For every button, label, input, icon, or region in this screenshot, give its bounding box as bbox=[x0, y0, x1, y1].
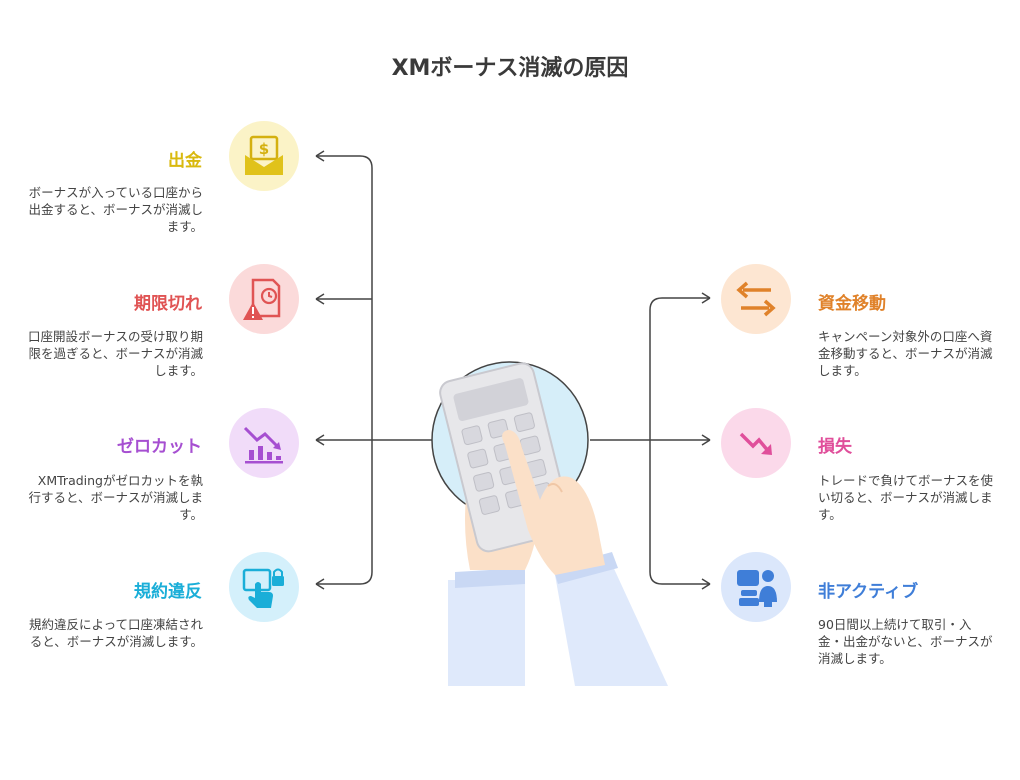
inactive-icon-circle bbox=[721, 552, 791, 622]
expired-icon-circle bbox=[229, 264, 299, 334]
transfer-arrows-icon bbox=[736, 281, 776, 317]
cash-envelope-icon: $ bbox=[245, 135, 283, 175]
zerocut-icon-circle bbox=[229, 408, 299, 478]
withdraw-desc: ボーナスが入っている口座から出金すると、ボーナスが消滅します。 bbox=[28, 185, 203, 234]
expired-label: 期限切れ bbox=[134, 294, 202, 314]
violation-label: 規約違反 bbox=[134, 582, 202, 602]
hand-lock-icon bbox=[242, 568, 284, 608]
transfer-icon-circle bbox=[721, 264, 791, 334]
zerocut-label: ゼロカット bbox=[117, 437, 202, 457]
violation-icon-circle bbox=[229, 552, 299, 622]
violation-desc: 規約違反によって口座凍結されると、ボーナスが消滅します。 bbox=[28, 617, 203, 649]
loss-label: 損失 bbox=[818, 437, 852, 457]
svg-text:$: $ bbox=[259, 140, 269, 158]
loss-desc: トレードで負けてボーナスを使い切ると、ボーナスが消滅します。 bbox=[818, 473, 994, 522]
inactive-desc: 90日間以上続けて取引・入金・出金がないと、ボーナスが消滅します。 bbox=[818, 617, 993, 666]
chart-down-icon bbox=[243, 426, 283, 464]
diagram-title: XMボーナス消滅の原因 bbox=[391, 56, 629, 81]
inactive-users-icon bbox=[737, 570, 777, 607]
calculator-hand-illustration bbox=[431, 361, 668, 686]
trend-down-icon bbox=[739, 432, 772, 455]
inactive-label: 非アクティブ bbox=[818, 582, 919, 602]
loss-icon-circle bbox=[721, 408, 791, 478]
transfer-label: 資金移動 bbox=[818, 294, 886, 314]
withdraw-label: 出金 bbox=[168, 151, 202, 171]
withdraw-icon-circle: $ bbox=[229, 121, 299, 191]
expired-desc: 口座開設ボーナスの受け取り期限を過ぎると、ボーナスが消滅します。 bbox=[28, 329, 204, 378]
transfer-desc: キャンペーン対象外の口座へ資金移動すると、ボーナスが消滅します。 bbox=[818, 329, 993, 378]
clock-warning-icon bbox=[243, 278, 281, 320]
zerocut-desc: XMTradingがゼロカットを執行すると、ボーナスが消滅します。 bbox=[28, 473, 203, 522]
